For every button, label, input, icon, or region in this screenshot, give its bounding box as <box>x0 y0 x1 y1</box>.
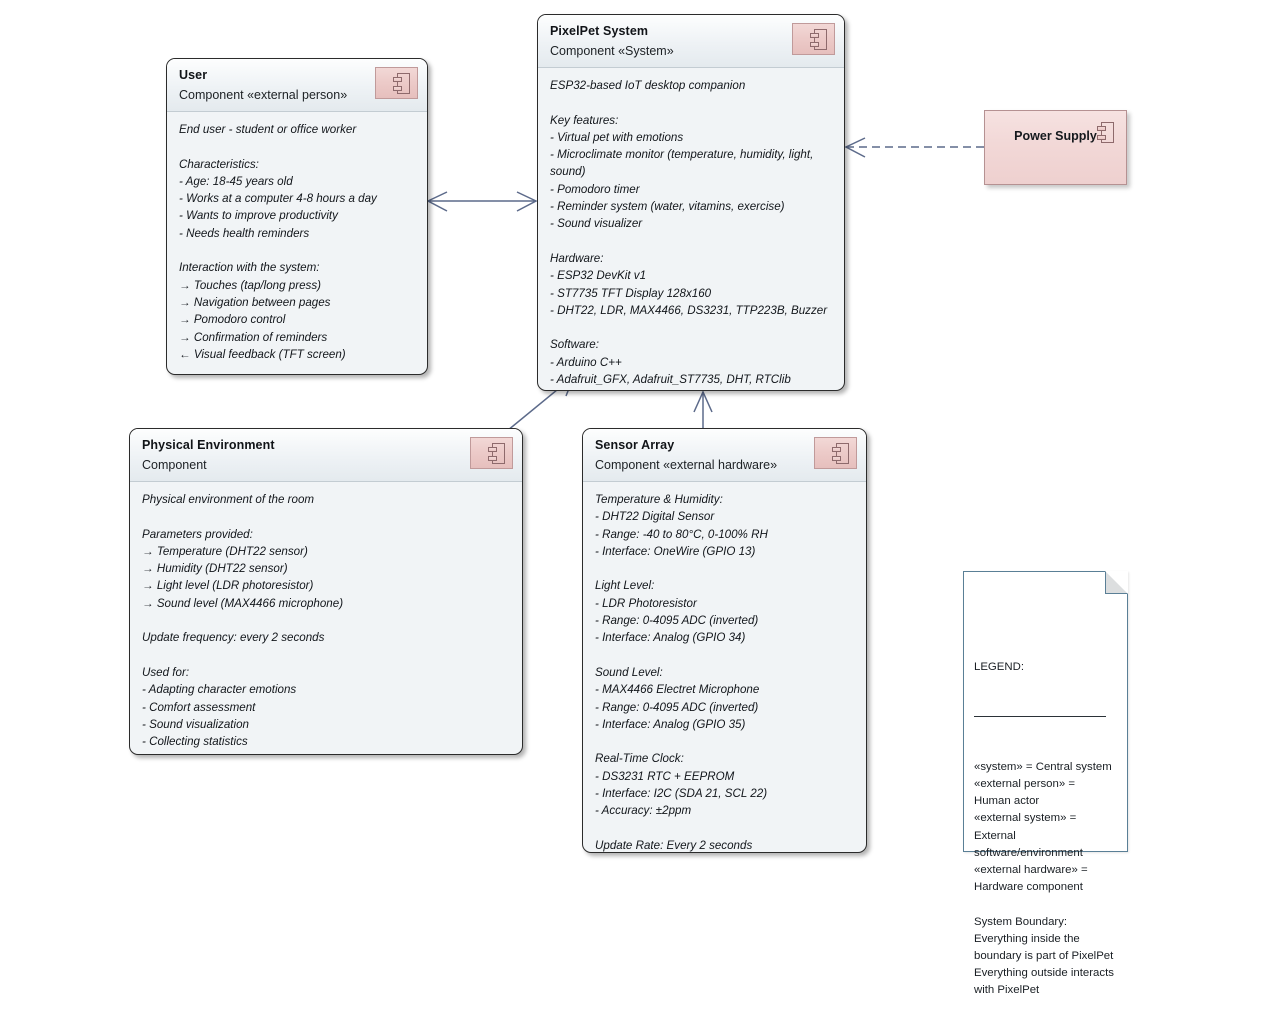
component-glyph-tab-top <box>488 447 497 452</box>
component-user[interactable]: User Component «external person» End use… <box>166 58 428 375</box>
diagram-canvas: PixelPet System : dashed --> PixelPet Sy… <box>129 14 1128 996</box>
component-glyph-body <box>810 29 827 50</box>
uml-component-icon <box>470 437 513 469</box>
uml-component-icon <box>1088 119 1114 147</box>
component-physical-environment-body: Physical environment of the room Paramet… <box>142 493 344 749</box>
component-sensor-array-body: Temperature & Humidity: - DHT22 Digital … <box>595 493 768 852</box>
component-glyph-tab-top <box>810 33 819 38</box>
component-glyph-tab-top <box>832 447 841 452</box>
component-pixelpet-system[interactable]: PixelPet System Component «System» ESP32… <box>537 14 845 391</box>
component-physical-environment[interactable]: Physical Environment Component Physical … <box>129 428 523 755</box>
component-glyph-tab-bottom <box>810 42 819 47</box>
uml-component-icon <box>814 437 857 469</box>
connector-sensor-array-to-pixelpet[interactable] <box>693 390 713 432</box>
component-glyph-body <box>1097 122 1114 143</box>
component-user-stereotype: Component «external person» <box>179 88 348 102</box>
component-pixelpet-system-body: ESP32-based IoT desktop companion Key fe… <box>550 79 828 387</box>
component-physical-environment-stereotype: Component <box>142 458 207 472</box>
component-sensor-array-stereotype: Component «external hardware» <box>595 458 778 472</box>
component-physical-environment-header: Physical Environment Component <box>130 429 522 482</box>
component-glyph-tab-bottom <box>488 456 497 461</box>
uml-component-icon <box>792 23 835 55</box>
component-glyph-body <box>832 443 849 464</box>
legend-note: LEGEND: «system» = Central system «exter… <box>963 571 1128 996</box>
component-glyph-tab-top <box>1097 126 1106 131</box>
component-power-supply-title: Power Supply <box>1014 129 1097 143</box>
component-user-title: User <box>179 68 208 82</box>
connector-power-supply-to-pixelpet[interactable] <box>844 137 984 158</box>
component-glyph-tab-top <box>393 77 402 82</box>
component-pixelpet-system-title: PixelPet System <box>550 24 649 38</box>
component-glyph-tab-bottom <box>1097 135 1106 140</box>
component-sensor-array-header: Sensor Array Component «external hardwar… <box>583 429 866 482</box>
component-power-supply[interactable]: Power Supply <box>984 110 1127 185</box>
component-physical-environment-title: Physical Environment <box>142 438 275 452</box>
component-sensor-array[interactable]: Sensor Array Component «external hardwar… <box>582 428 867 853</box>
component-user-body: End user - student or office worker Char… <box>179 123 377 361</box>
component-glyph-body <box>393 73 410 94</box>
component-glyph-tab-bottom <box>832 456 841 461</box>
component-pixelpet-system-header: PixelPet System Component «System» <box>538 15 844 68</box>
legend-heading: LEGEND: <box>974 660 1025 673</box>
component-glyph-tab-bottom <box>393 86 402 91</box>
component-sensor-array-title: Sensor Array <box>595 438 675 452</box>
component-pixelpet-system-stereotype: Component «System» <box>550 44 674 58</box>
connector-user-to-pixelpet[interactable] <box>426 191 538 212</box>
uml-component-icon <box>375 67 418 99</box>
component-user-header: User Component «external person» <box>167 59 427 112</box>
legend-body: «system» = Central system «external pers… <box>974 760 1114 997</box>
legend-divider <box>974 716 1106 718</box>
component-glyph-body <box>488 443 505 464</box>
